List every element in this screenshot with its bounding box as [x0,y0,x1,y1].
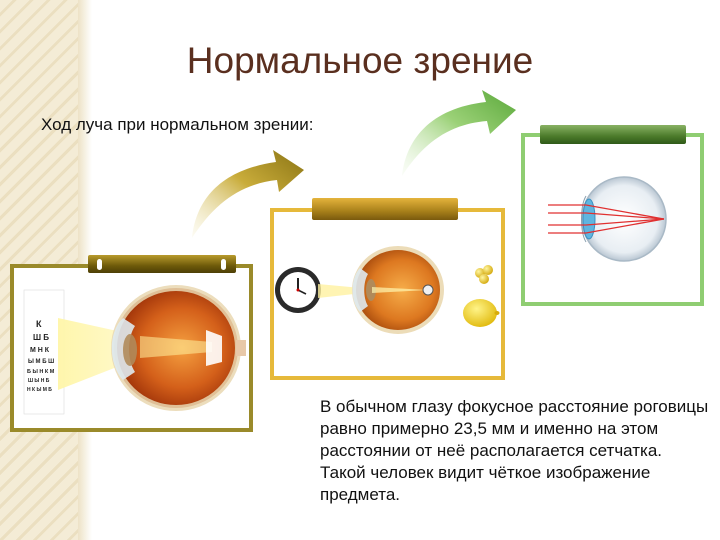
light-beam [318,284,372,298]
eye-chart-letters: К Ш Б М Н К Ы М Б Ш Б Ы Н К М Ш Ы Н Б Н … [27,319,55,393]
chart-letter-row: К [36,319,42,329]
frame-hanging-bar [88,255,236,273]
chart-letter-row: Н К Ы М Б [27,387,52,393]
bar-hole [221,259,226,270]
chart-letter-row: Ш Ы Н Б [28,378,50,384]
subtitle: Ход луча при нормальном зрении: [41,115,314,134]
description-text: В обычном глазу фокусное расстояние рого… [320,397,709,504]
chart-letter-row: Б Ы Н К М [27,369,55,375]
frame-hanging-bar [540,125,686,144]
curved-arrow-icon [192,150,304,238]
eye-anatomy-icon [352,246,444,334]
chart-letter-row: М Н К [30,347,50,354]
bar-hole [97,259,102,270]
lemon-icon [463,299,500,327]
light-rays [548,204,665,234]
grapes-icon [475,265,493,284]
frame-hanging-bar [312,198,458,220]
eye-chart-icon [23,289,65,415]
eye-diagram-icon [581,176,667,262]
chart-letter-row: Ы М Б Ш [28,359,54,365]
curved-arrow-icon [402,90,516,176]
clock-icon [275,267,321,313]
chart-letter-row: Ш Б [33,333,49,342]
eye-anatomy-icon [111,285,246,411]
page-title: Нормальное зрение [186,40,534,81]
